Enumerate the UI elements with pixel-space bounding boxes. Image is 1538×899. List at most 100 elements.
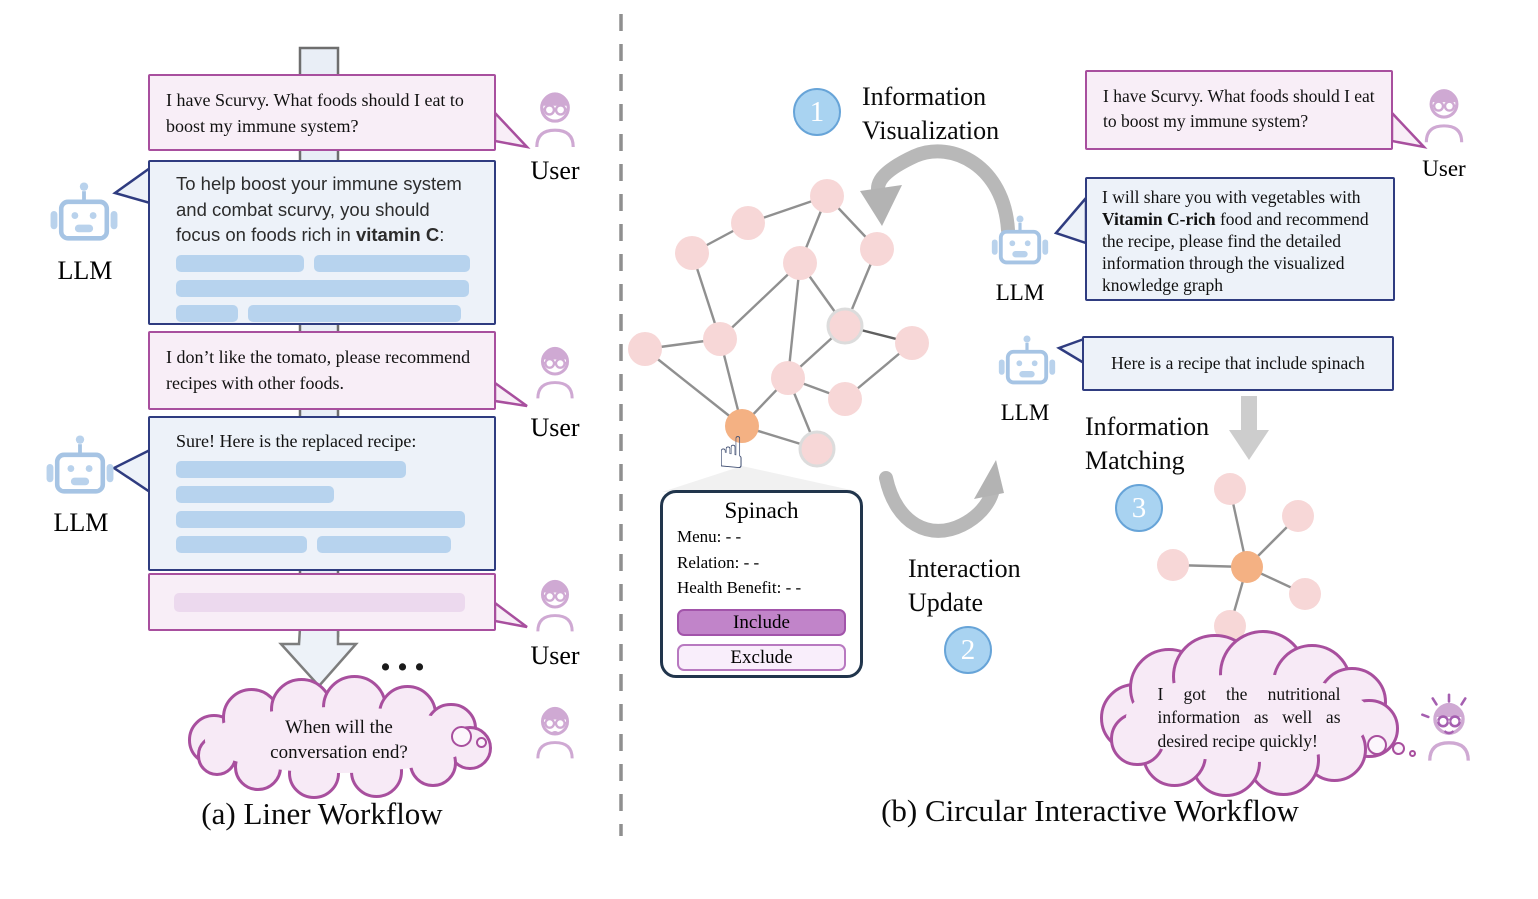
text-placeholder-bar [248, 304, 461, 322]
cloud-body [204, 707, 474, 773]
matching-arrow-shaft [1241, 396, 1257, 432]
llm-bubble-right-2-text: Here is a recipe that include spinach [1111, 353, 1365, 373]
user-bubble-right: I have Scurvy. What foods should I eat t… [1085, 70, 1393, 150]
step-3-label: Information Matching [1085, 412, 1210, 476]
ellipsis: ... [380, 631, 431, 680]
graph-edge [719, 262, 801, 340]
graph-node [731, 206, 765, 240]
user-bubble-3 [148, 573, 496, 631]
panel-a-caption: (a) Liner Workflow [201, 796, 443, 831]
graph-node [1214, 473, 1246, 505]
exclude-button[interactable]: Exclude [677, 643, 846, 671]
graph-node [810, 179, 844, 213]
graph-edge [798, 195, 829, 264]
graph-edge [799, 262, 846, 327]
graph-edge [1246, 565, 1306, 596]
llm-bubble-right-2: Here is a recipe that include spinach [1082, 336, 1394, 391]
graph-edge [826, 195, 878, 250]
curved-arrow-update [879, 471, 999, 538]
redacted-text-block [150, 454, 494, 554]
graph-edge [718, 338, 744, 427]
text-placeholder-bar [176, 304, 238, 322]
text-placeholder-bar [176, 536, 307, 554]
user-label: User [530, 641, 580, 670]
text-placeholder-bar [317, 536, 451, 554]
thought-dot [476, 737, 487, 748]
thought-dot [1392, 742, 1405, 755]
user-bubble-1-text: I have Scurvy. What foods should I eat t… [166, 90, 464, 137]
graph-edge [644, 337, 721, 351]
redacted-text-block [150, 248, 494, 322]
user-icon [522, 336, 588, 408]
user-icon [522, 570, 588, 640]
text-placeholder-bar [176, 486, 334, 504]
text-placeholder-bar [176, 279, 469, 297]
robot-icon [46, 170, 122, 258]
matching-arrow-head [1229, 430, 1269, 460]
graph-node [1282, 500, 1314, 532]
graph-edge [787, 325, 846, 379]
curved-arrow-update-head [974, 460, 1004, 499]
card-title: Spinach [724, 498, 799, 523]
graph-edge [786, 377, 819, 450]
include-button[interactable]: Include [677, 608, 846, 636]
node-detail-card: Spinach Menu: - - Relation: - - Health B… [660, 490, 863, 678]
robot-icon [995, 326, 1059, 398]
graph-edge [843, 248, 879, 327]
hand-cursor-icon: ☝ [718, 428, 745, 479]
graph-edge [741, 377, 789, 427]
text-placeholder-bar [176, 461, 406, 479]
knowledge-graph [628, 179, 929, 468]
graph-edge [844, 342, 913, 400]
llm-bubble-1: To help boost your immune system and com… [148, 160, 496, 325]
card-callout-wedge [662, 466, 860, 492]
cloud-body [1126, 673, 1372, 763]
bubble-tail [1053, 194, 1088, 245]
card-field-health: Health Benefit: - - [677, 578, 802, 597]
graph-node [860, 232, 894, 266]
graph-node [798, 430, 836, 468]
graph-edge [747, 194, 828, 225]
user-icon [1410, 78, 1478, 152]
bubble-tail [111, 447, 152, 495]
panel-b-caption: (b) Circular Interactive Workflow [881, 793, 1299, 828]
llm-bubble-2-text: Sure! Here is the replaced recipe: [176, 431, 417, 451]
graph-node [1289, 578, 1321, 610]
llm-label: LLM [1000, 400, 1050, 425]
thought-cloud-text: When will the conversation end? [270, 716, 408, 763]
graph-node [895, 326, 929, 360]
text-placeholder-bar [176, 254, 304, 272]
user-icon [520, 82, 590, 156]
robot-icon [988, 206, 1052, 278]
llm-bubble-right-1-text: I will share you with vegetables with Vi… [1102, 187, 1369, 295]
robot-icon [42, 423, 118, 511]
graph-node [826, 307, 864, 345]
thought-dot [1367, 735, 1387, 755]
user-bubble-2: I don’t like the tomato, please recommen… [148, 331, 496, 410]
step-2-badge: 2 [944, 626, 992, 674]
graph-edge [741, 424, 818, 451]
graph-edge [691, 221, 749, 255]
text-placeholder-bar [314, 254, 470, 272]
thought-dot [1409, 750, 1416, 757]
text-placeholder-bar [174, 592, 465, 612]
llm-bubble-right-1: I will share you with vegetables with Vi… [1085, 177, 1395, 301]
step-2-label: Interaction Update [908, 554, 1021, 618]
step-3-badge: 3 [1115, 484, 1163, 532]
graph-node [675, 236, 709, 270]
sad-user-icon [522, 694, 588, 770]
graph-node [828, 382, 862, 416]
user-bubble-2-text: I don’t like the tomato, please recommen… [166, 347, 471, 394]
graph-edge [690, 252, 722, 340]
graph-edge [1228, 488, 1249, 568]
thought-dot [451, 726, 472, 747]
graph-node [771, 361, 805, 395]
user-label: User [1422, 156, 1466, 181]
graph-edge [787, 376, 846, 401]
llm-bubble-1-text: To help boost your immune system and com… [176, 173, 462, 246]
card-field-relation: Relation: - - [677, 552, 760, 572]
thought-cloud: I got the nutritional information as wel… [1099, 629, 1400, 798]
graph-edge [1228, 566, 1249, 627]
graph-node-selected[interactable] [1231, 551, 1263, 583]
